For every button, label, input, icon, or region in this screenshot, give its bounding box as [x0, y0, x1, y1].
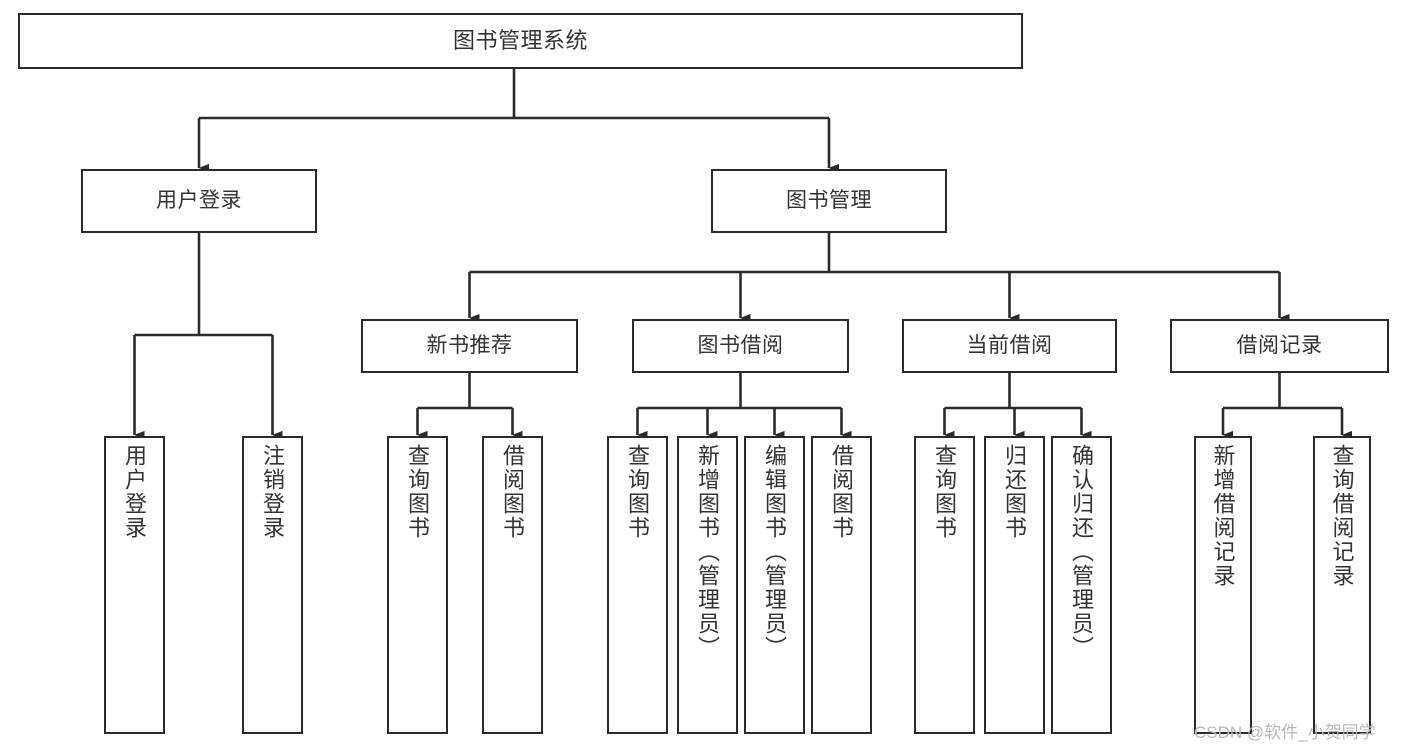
leaf-logout[interactable]: 注销登录	[242, 436, 303, 734]
node-book-borrow-label: 图书借阅	[697, 333, 784, 357]
leaf-query-book-recommend-label: 查询图书	[405, 444, 431, 540]
leaf-query-borrow-record[interactable]: 查询借阅记录	[1313, 436, 1371, 734]
leaf-query-book-recommend[interactable]: 查询图书	[387, 436, 448, 734]
leaf-query-book-borrow[interactable]: 查询图书	[607, 436, 668, 734]
leaf-query-borrow-record-label: 查询借阅记录	[1329, 444, 1355, 588]
leaf-edit-book-admin[interactable]: 编辑图书（管理员）	[744, 436, 805, 734]
leaf-confirm-return-admin-label: 确认归还（管理员）	[1069, 444, 1095, 660]
leaf-logout-label: 注销登录	[260, 444, 286, 540]
leaf-user-login[interactable]: 用户登录	[104, 436, 165, 734]
leaf-add-book-admin-label: 新增图书（管理员）	[695, 444, 721, 660]
node-root-label: 图书管理系统	[452, 28, 588, 54]
leaf-user-login-label: 用户登录	[122, 444, 148, 540]
edge-group	[133, 69, 1353, 440]
node-current-borrow[interactable]: 当前借阅	[902, 319, 1117, 373]
node-borrow-record[interactable]: 借阅记录	[1170, 319, 1389, 373]
node-new-book-recommend-label: 新书推荐	[426, 333, 513, 357]
node-book-management-label: 图书管理	[786, 188, 872, 212]
leaf-add-borrow-record[interactable]: 新增借阅记录	[1194, 436, 1252, 734]
node-user-login-label: 用户登录	[156, 188, 242, 212]
node-borrow-record-label: 借阅记录	[1236, 333, 1323, 357]
leaf-edit-book-admin-label: 编辑图书（管理员）	[762, 444, 788, 660]
leaf-borrow-book-recommend-label: 借阅图书	[500, 444, 526, 540]
leaf-add-borrow-record-label: 新增借阅记录	[1210, 444, 1236, 588]
leaf-return-book[interactable]: 归还图书	[984, 436, 1045, 734]
node-book-borrow[interactable]: 图书借阅	[632, 319, 849, 373]
leaf-borrow-book[interactable]: 借阅图书	[811, 436, 872, 734]
leaf-add-book-admin[interactable]: 新增图书（管理员）	[677, 436, 738, 734]
node-book-management[interactable]: 图书管理	[711, 169, 947, 233]
leaf-borrow-book-label: 借阅图书	[829, 444, 855, 540]
node-current-borrow-label: 当前借阅	[966, 333, 1053, 357]
csdn-watermark: CSDN @软件_小贺同学	[1194, 723, 1376, 742]
leaf-query-book-current-label: 查询图书	[932, 444, 958, 540]
leaf-return-book-label: 归还图书	[1002, 444, 1028, 540]
leaf-borrow-book-recommend[interactable]: 借阅图书	[482, 436, 543, 734]
node-root[interactable]: 图书管理系统	[18, 13, 1023, 69]
leaf-query-book-current[interactable]: 查询图书	[914, 436, 975, 734]
node-user-login[interactable]: 用户登录	[81, 169, 317, 233]
leaf-query-book-borrow-label: 查询图书	[625, 444, 651, 540]
leaf-confirm-return-admin[interactable]: 确认归还（管理员）	[1051, 436, 1112, 734]
node-new-book-recommend[interactable]: 新书推荐	[361, 319, 578, 373]
